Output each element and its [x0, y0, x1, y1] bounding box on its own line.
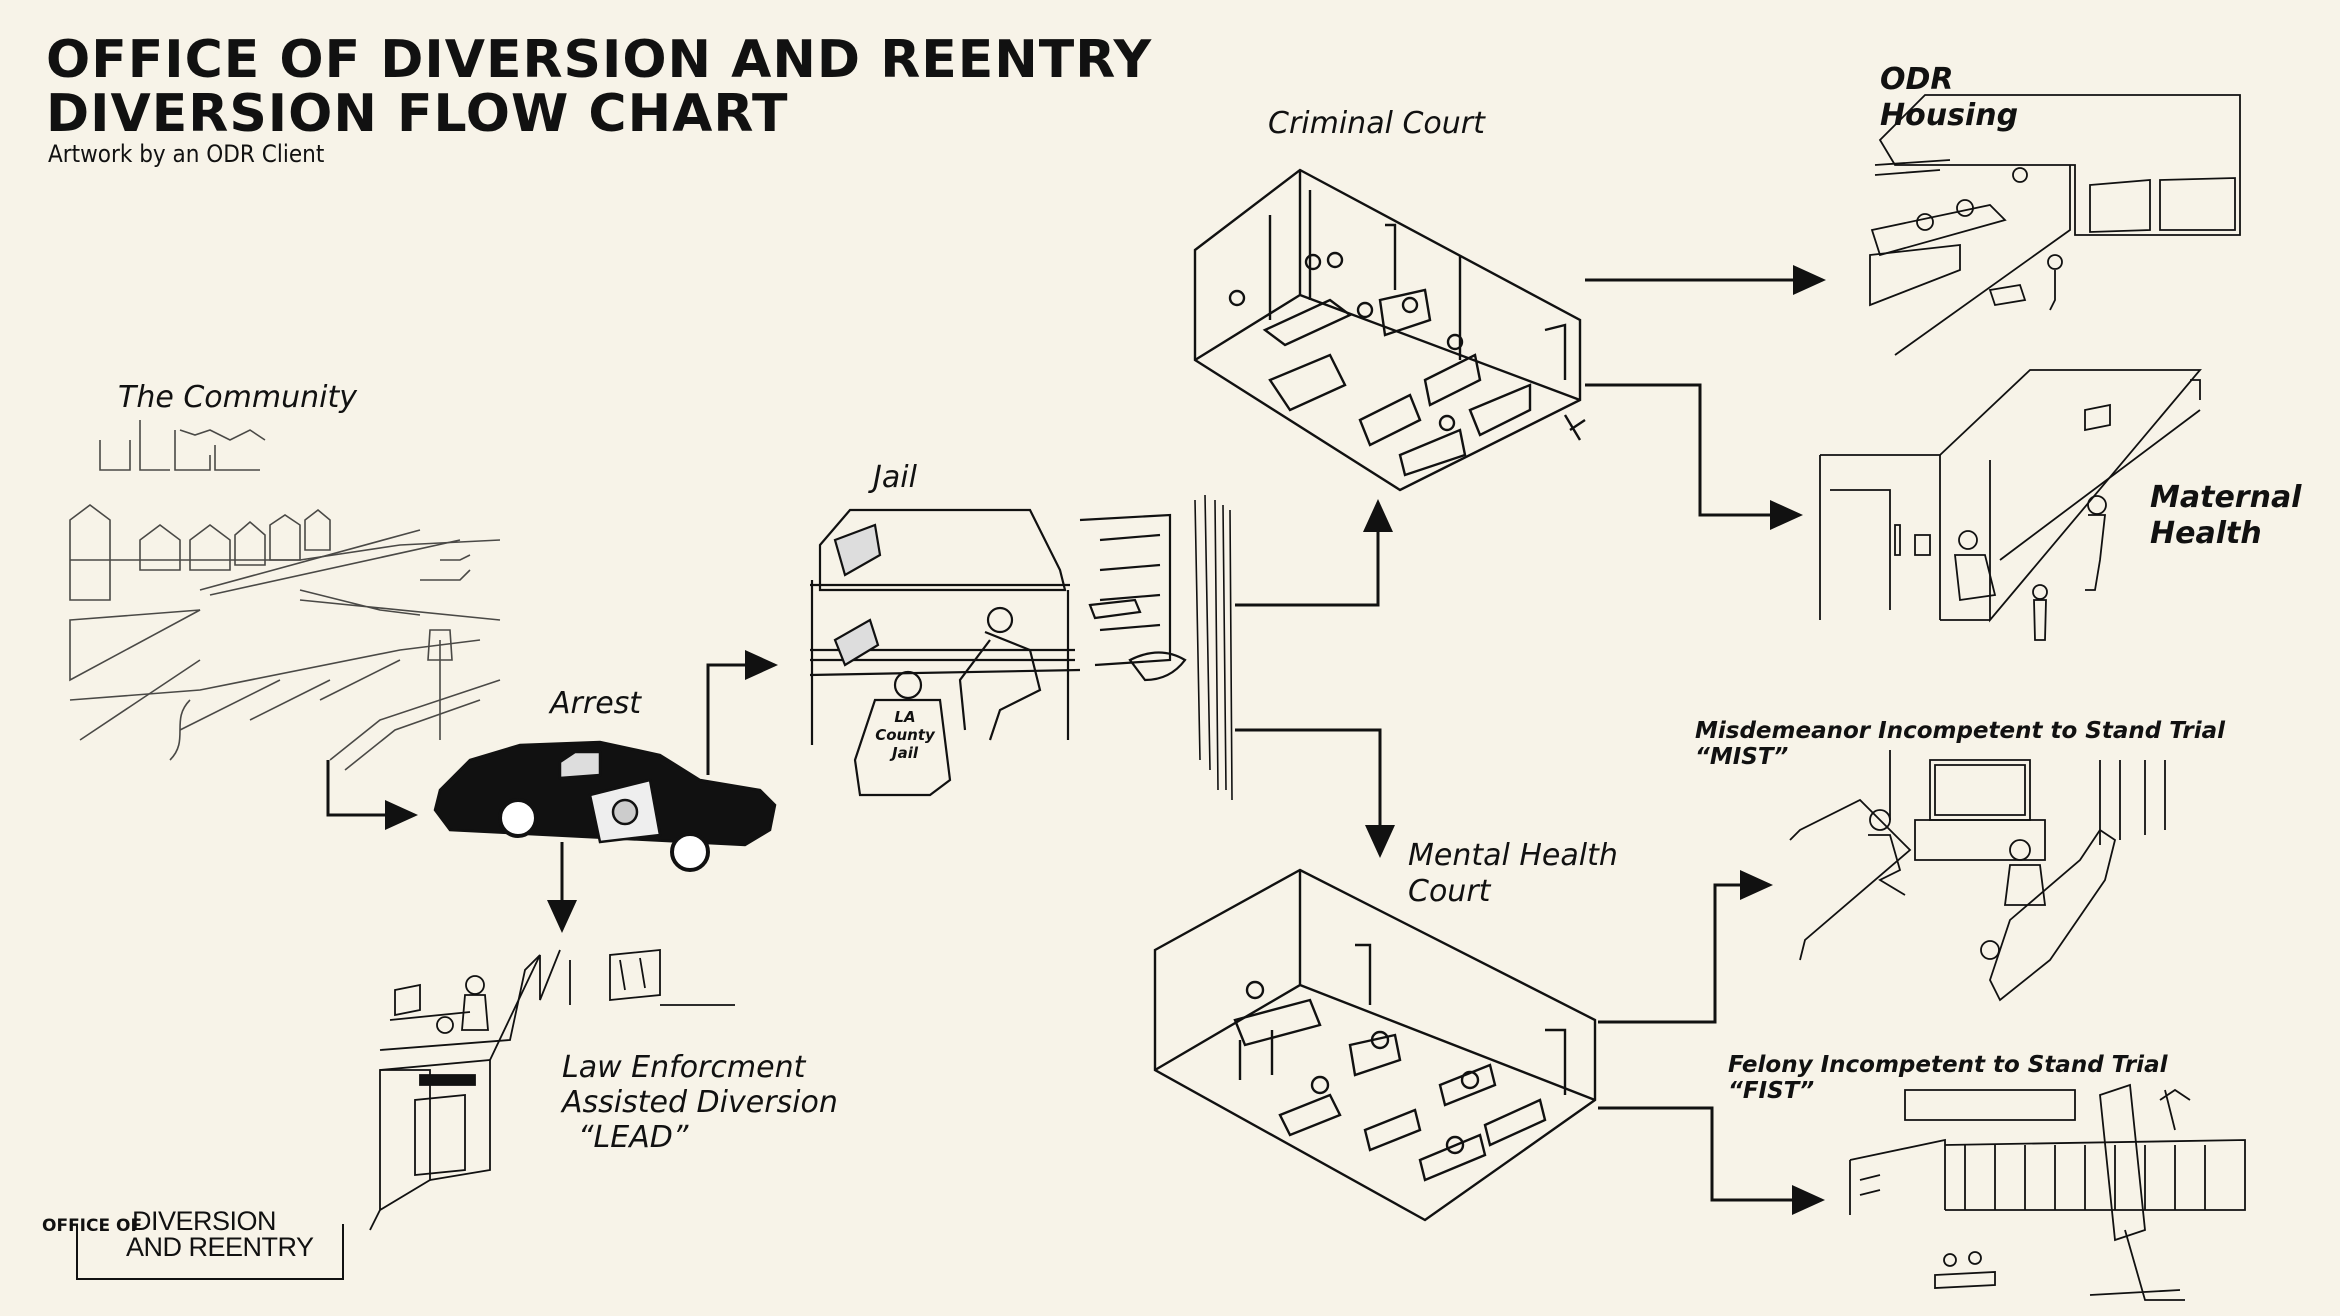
arrow-mhc-to-fist: [1598, 1106, 1825, 1215]
arrow-arrest-to-jail: [706, 650, 778, 775]
label-odr-housing-line1: ODR: [1880, 62, 1954, 97]
arrow-jail-to-mental-health-court: [1235, 728, 1395, 858]
label-criminal-court: Criminal Court: [1268, 106, 1485, 141]
odr-logo: OFFICE OF DIVERSION AND REENTRY: [42, 1206, 344, 1280]
fist-illustration: [1849, 1083, 2246, 1301]
arrow-court-to-maternal: [1585, 383, 1803, 530]
flow-arrows: [326, 265, 1826, 1215]
lead-office-illustration: [369, 949, 735, 1231]
label-mist-line2: “MIST”: [1695, 744, 1789, 770]
artwork-credit: Artwork by an ODR Client: [48, 140, 325, 168]
jail-shirt-line1: LA: [894, 708, 915, 726]
mist-illustration: [1789, 750, 2166, 1002]
arrow-jail-to-criminal-court: [1235, 499, 1393, 607]
label-maternal-line1: Maternal: [2150, 480, 2302, 515]
logo-line1: DIVERSION: [132, 1206, 277, 1236]
label-fist-line2: “FIST”: [1728, 1078, 1815, 1104]
label-lead-line3: “LEAD”: [578, 1120, 689, 1155]
arrow-community-to-arrest: [326, 760, 418, 830]
label-maternal-line2: Health: [2150, 516, 2262, 551]
jail-bars: [1194, 494, 1233, 801]
mental-health-court-illustration: [1153, 868, 1597, 1222]
logo-prefix: OFFICE OF: [42, 1216, 143, 1236]
jail-cell-illustration: [809, 508, 1187, 797]
label-arrest: Arrest: [550, 686, 642, 721]
label-jail: Jail: [873, 460, 917, 495]
logo-frame: [76, 1224, 344, 1280]
label-lead-line1: Law Enforcment: [562, 1050, 806, 1085]
police-car-illustration: [433, 740, 777, 872]
label-odr-housing-line2: Housing: [1880, 98, 2019, 133]
logo-line2: AND REENTRY: [126, 1232, 314, 1262]
maternal-health-illustration: [1819, 369, 2202, 641]
label-fist-line1: Felony Incompetent to Stand Trial: [1728, 1052, 2168, 1078]
label-mist-line1: Misdemeanor Incompetent to Stand Trial: [1695, 718, 2226, 744]
page-subtitle: DIVERSION FLOW CHART: [46, 84, 789, 144]
label-mhc-line2: Court: [1408, 874, 1491, 909]
label-community: The Community: [118, 380, 357, 415]
label-lead-line2: Assisted Diversion: [562, 1085, 838, 1120]
arrow-mhc-to-mist: [1598, 870, 1773, 1024]
jail-shirt-line2: County: [875, 726, 936, 744]
odr-housing-illustration: [1869, 94, 2241, 356]
label-mhc-line1: Mental Health: [1408, 838, 1618, 873]
criminal-court-illustration: [1193, 168, 1586, 492]
page-title: OFFICE OF DIVERSION AND REENTRY: [46, 30, 1153, 90]
community-illustration: [69, 420, 501, 771]
jail-shirt-line3: Jail: [889, 744, 919, 762]
